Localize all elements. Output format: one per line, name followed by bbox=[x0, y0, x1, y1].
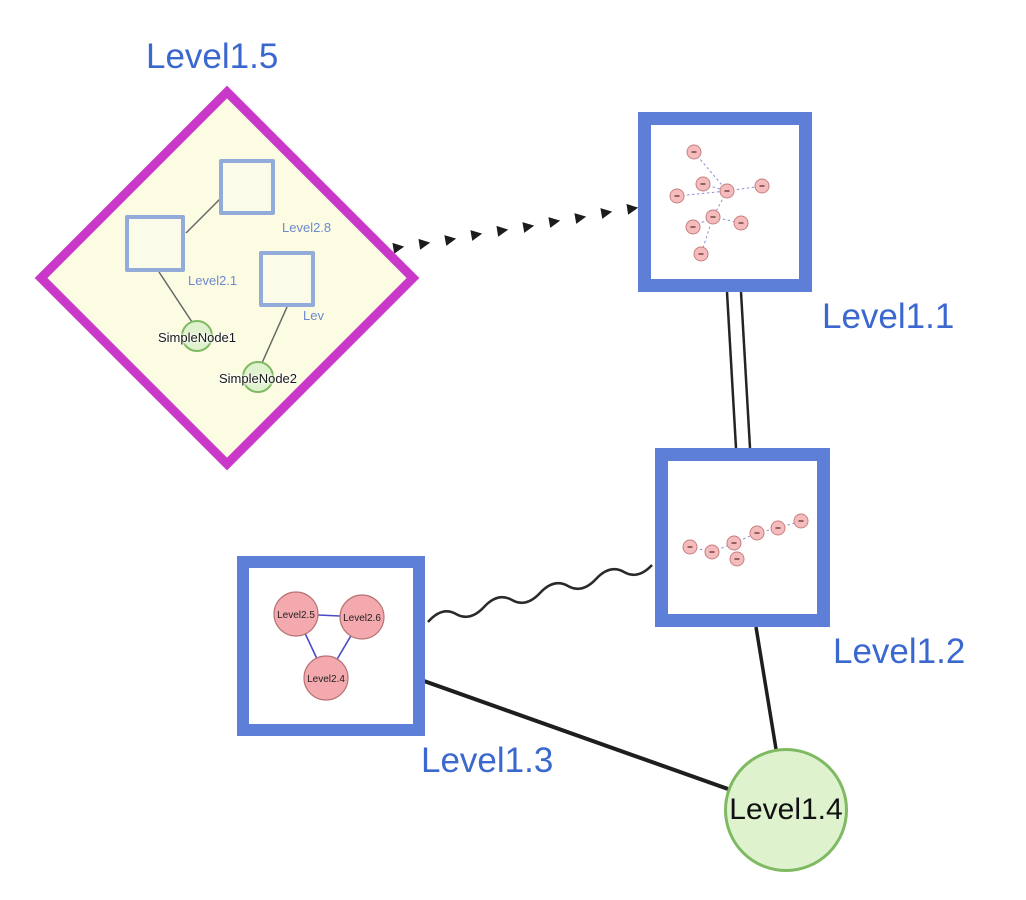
label-level2-8: Level2.8 bbox=[282, 220, 332, 235]
level1-3-mini-graph: Level2.5 Level2.6 Level2.4 bbox=[273, 591, 385, 701]
node-simplenode2[interactable] bbox=[242, 361, 274, 393]
mini-nodes bbox=[682, 513, 809, 567]
mini-edges bbox=[676, 151, 763, 255]
label-level1-1: Level1.1 bbox=[822, 297, 955, 336]
edge-level13-level12[interactable] bbox=[427, 564, 653, 623]
label-level1-3: Level1.3 bbox=[421, 741, 554, 780]
mini-node-marks bbox=[687, 520, 804, 560]
node-level1-3[interactable]: Level2.5 Level2.6 Level2.4 bbox=[237, 556, 425, 736]
mini-edge bbox=[692, 216, 714, 228]
mini-nodes bbox=[669, 144, 770, 262]
inner-edge-sq-right-simple2 bbox=[261, 306, 288, 364]
node-level1-4[interactable]: Level1.4 bbox=[724, 748, 848, 872]
node-level2-1[interactable] bbox=[125, 215, 185, 272]
edge-level11-level12-a[interactable] bbox=[725, 291, 738, 449]
mini-edge bbox=[693, 151, 728, 192]
node-level1-2[interactable] bbox=[655, 448, 830, 627]
level1-1-mini-graph bbox=[669, 144, 770, 262]
mini-edge bbox=[676, 190, 728, 197]
edge-level12-level14[interactable] bbox=[754, 626, 778, 750]
node-level2-4[interactable] bbox=[303, 655, 349, 701]
edge-level13-level14[interactable] bbox=[423, 679, 729, 791]
mini-edge bbox=[689, 546, 713, 553]
label-simplenode2: SimpleNode2 bbox=[218, 371, 298, 386]
edge-level11-level12-b[interactable] bbox=[739, 291, 752, 449]
node-level1-1[interactable] bbox=[638, 112, 812, 292]
label-level2-6: Level2.6 bbox=[343, 613, 381, 624]
node-level2-5[interactable] bbox=[273, 591, 319, 637]
level1-2-mini-graph bbox=[682, 513, 809, 567]
node-lev[interactable] bbox=[259, 251, 315, 307]
node-level2-8[interactable] bbox=[219, 159, 275, 215]
mini-edge bbox=[711, 542, 735, 553]
mini-node-labels: Level2.5 Level2.6 Level2.4 bbox=[277, 610, 381, 685]
node-simplenode1[interactable] bbox=[181, 320, 213, 352]
label-level1-5: Level1.5 bbox=[146, 37, 279, 76]
label-level1-2: Level1.2 bbox=[833, 632, 966, 671]
mini-node-marks bbox=[674, 151, 765, 255]
label-level2-5: Level2.5 bbox=[277, 610, 315, 621]
mini-edge bbox=[756, 527, 779, 534]
inner-edge-sq-left-sq-top bbox=[185, 197, 222, 234]
label-lev: Lev bbox=[303, 308, 324, 323]
inner-edge-sq-left-simple1 bbox=[158, 271, 193, 323]
label-level2-1: Level2.1 bbox=[188, 273, 238, 288]
label-simplenode1: SimpleNode1 bbox=[157, 330, 237, 345]
node-level2-6[interactable] bbox=[339, 594, 385, 640]
label-level2-4: Level2.4 bbox=[307, 674, 345, 685]
mini-nodes bbox=[273, 591, 385, 701]
label-level1-4: Level1.4 bbox=[729, 793, 843, 826]
